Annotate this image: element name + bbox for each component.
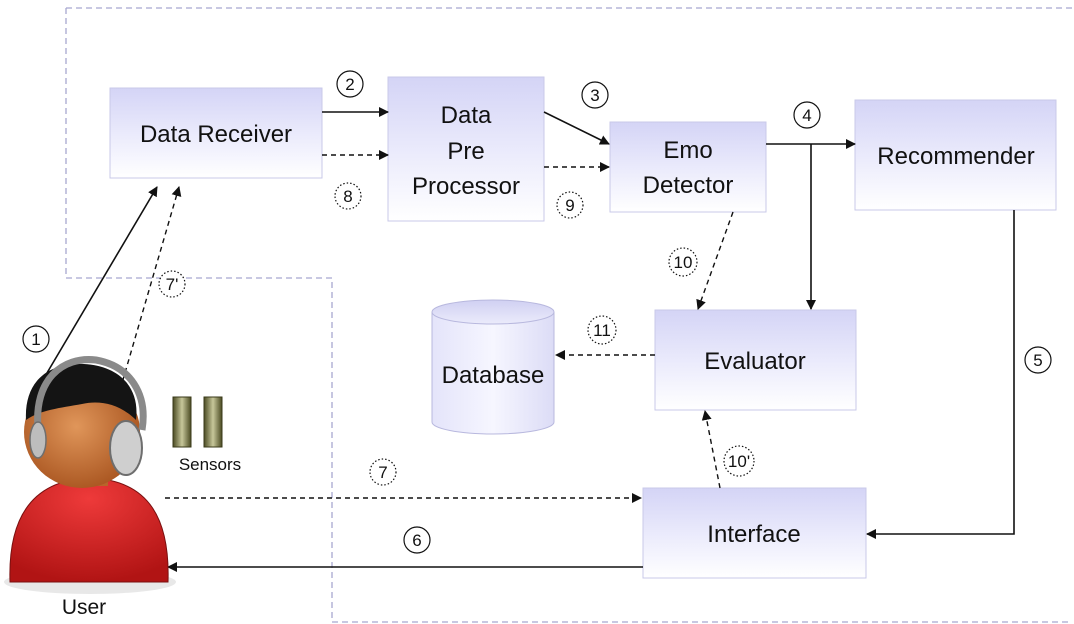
svg-text:10: 10 bbox=[674, 253, 693, 272]
recommender-box: Recommender bbox=[854, 99, 1057, 211]
svg-text:2: 2 bbox=[345, 75, 354, 94]
step-marker-5: 5 bbox=[1024, 346, 1052, 374]
step-marker-6: 6 bbox=[403, 526, 431, 554]
emo-detector-box: Emo Detector bbox=[609, 121, 767, 213]
svg-text:7: 7 bbox=[378, 463, 387, 482]
emo-detector-label-line2: Detector bbox=[643, 172, 734, 199]
step-marker-1: 1 bbox=[22, 325, 50, 353]
step-marker-11: 11 bbox=[587, 315, 617, 345]
step-marker-3: 3 bbox=[581, 81, 609, 109]
svg-text:3: 3 bbox=[590, 86, 599, 105]
step-marker-7: 7 bbox=[369, 458, 397, 486]
interface-label: Interface bbox=[707, 521, 800, 548]
database-label: Database bbox=[442, 362, 545, 389]
sensors-icon bbox=[172, 396, 223, 448]
evaluator-box: Evaluator bbox=[654, 309, 857, 411]
preprocessor-label-line2: Pre bbox=[447, 138, 484, 165]
data-receiver-box: Data Receiver bbox=[109, 87, 323, 179]
database-cylinder: Database bbox=[431, 299, 555, 435]
svg-text:7': 7' bbox=[166, 275, 179, 294]
step-marker-4: 4 bbox=[793, 101, 821, 129]
svg-text:6: 6 bbox=[412, 531, 421, 550]
svg-text:11: 11 bbox=[593, 321, 611, 340]
step-marker-8: 8 bbox=[334, 182, 362, 210]
preprocessor-label-line1: Data bbox=[441, 102, 492, 129]
preprocessor-label-line3: Processor bbox=[412, 173, 520, 200]
step-marker-10-prime: 10' bbox=[723, 445, 755, 477]
step-marker-10: 10 bbox=[668, 247, 698, 277]
data-receiver-label: Data Receiver bbox=[140, 121, 292, 148]
svg-text:8: 8 bbox=[343, 187, 352, 206]
svg-text:4: 4 bbox=[802, 106, 811, 125]
svg-text:5: 5 bbox=[1033, 351, 1042, 370]
user-label: User bbox=[62, 596, 106, 619]
emo-detector-label-line1: Emo bbox=[663, 137, 712, 164]
arrow-recommender-to-interface bbox=[866, 210, 1015, 539]
dashed-arrow-emo-to-evaluator bbox=[696, 211, 734, 310]
step-marker-9: 9 bbox=[556, 191, 584, 219]
svg-text:10': 10' bbox=[728, 452, 750, 471]
sensors-label: Sensors bbox=[179, 455, 241, 474]
svg-text:9: 9 bbox=[565, 196, 574, 215]
dashed-arrow-interface-to-evaluator bbox=[701, 410, 721, 489]
recommender-label: Recommender bbox=[877, 143, 1034, 170]
data-preprocessor-box: Data Pre Processor bbox=[387, 76, 545, 222]
system-boundary bbox=[65, 7, 1072, 623]
arrow-user-to-receiver bbox=[43, 186, 158, 379]
step-marker-2: 2 bbox=[336, 70, 364, 98]
step-marker-7-prime: 7' bbox=[158, 270, 186, 298]
svg-text:1: 1 bbox=[31, 330, 40, 349]
evaluator-label: Evaluator bbox=[704, 348, 805, 375]
user-avatar-icon bbox=[4, 356, 176, 594]
arrow-preprocessor-to-emo bbox=[543, 111, 610, 145]
interface-box: Interface bbox=[642, 487, 867, 579]
